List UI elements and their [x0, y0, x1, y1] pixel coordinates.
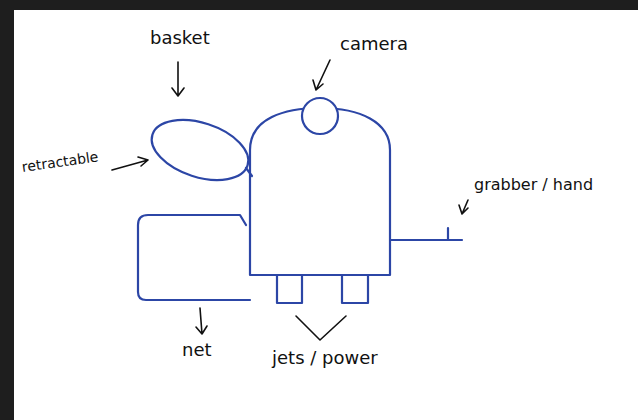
- part-label: basket: [150, 28, 210, 48]
- leader-arrow: [313, 60, 330, 90]
- jet-left: [277, 276, 302, 303]
- leader-arrow: [196, 308, 207, 334]
- part-label: jets / power: [272, 348, 378, 368]
- basket-hinge: [246, 168, 252, 176]
- basket-shape: [144, 109, 256, 191]
- leader-arrow: [459, 200, 468, 214]
- jet-right: [342, 276, 368, 303]
- frame-bar: [0, 0, 638, 10]
- leader-arrow: [172, 62, 184, 96]
- part-label: net: [182, 340, 212, 360]
- frame-bar: [0, 0, 14, 420]
- leader-bracket: [296, 316, 346, 340]
- grabber-arm: [390, 228, 462, 240]
- part-label: grabber / hand: [474, 176, 593, 194]
- camera-dome: [302, 98, 338, 134]
- part-label: camera: [340, 34, 408, 54]
- leader-arrow: [112, 157, 148, 170]
- part-label: retractable: [21, 149, 99, 175]
- net-shape: [138, 215, 250, 300]
